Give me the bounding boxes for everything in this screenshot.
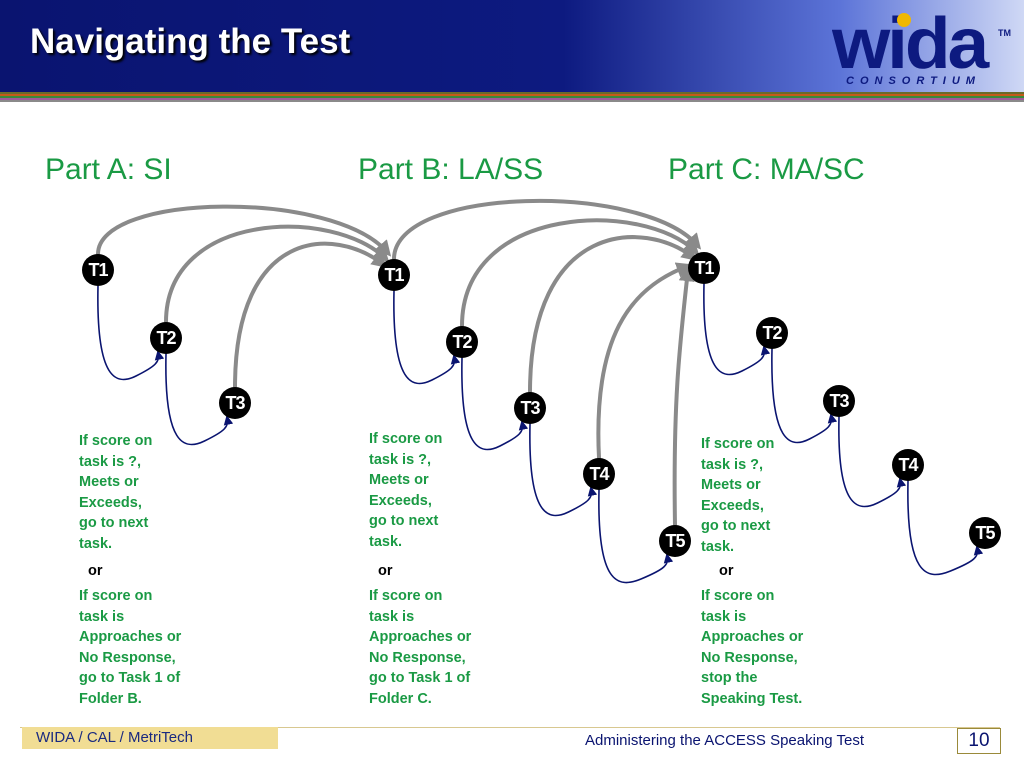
task-node-c-2: T2 [756, 317, 788, 349]
slide-title: Navigating the Test [30, 22, 351, 61]
next-task-connector [461, 357, 529, 451]
next-task-connector [703, 283, 771, 376]
task-node-a-2: T2 [150, 322, 182, 354]
task-node-c-5: T5 [969, 517, 1001, 549]
next-task-connector [838, 416, 907, 508]
folder-jump-arc [460, 218, 700, 328]
part-b-or: or [378, 563, 393, 579]
next-task-connector [771, 348, 838, 444]
logo-tm: TM [998, 28, 1011, 38]
next-task-connector [97, 285, 165, 381]
folder-jump-arc [672, 265, 695, 527]
task-node-b-5: T5 [659, 525, 691, 557]
footer-rule [20, 727, 1000, 728]
part-b-approaches-note: If score on task is Approaches or No Res… [369, 588, 472, 707]
next-task-connector [165, 353, 234, 446]
task-node-a-3: T3 [219, 387, 251, 419]
task-node-b-2: T2 [446, 326, 478, 358]
task-node-b-4: T4 [583, 458, 615, 490]
slide-header: Navigating the Test wida TM CONSORTIUM [0, 0, 1024, 92]
folder-jump-arc [233, 241, 388, 389]
logo-subtitle: CONSORTIUM [846, 75, 981, 87]
task-node-c-1: T1 [688, 252, 720, 284]
part-c-or: or [719, 563, 734, 579]
folder-jump-arc [392, 198, 702, 261]
task-node-a-1: T1 [82, 254, 114, 286]
footer-presentation-title: Administering the ACCESS Speaking Test [585, 732, 865, 749]
part-a-approaches-note: If score on task is Approaches or No Res… [79, 588, 182, 707]
part-b-label: Part B: LA/SS [358, 153, 544, 186]
folder-jump-arc [528, 235, 698, 394]
page-number: 10 [957, 728, 1001, 754]
wida-logo: wida TM CONSORTIUM [832, 6, 1011, 87]
next-task-connector [907, 480, 984, 576]
logo-wordmark: wida [832, 6, 990, 84]
part-a-label: Part A: SI [45, 153, 172, 186]
folder-jump-arc [164, 224, 390, 324]
part-c-approaches-note: If score on task is Approaches or No Res… [701, 588, 804, 707]
part-a-or: or [88, 563, 103, 579]
task-node-b-3: T3 [514, 392, 546, 424]
task-node-c-4: T4 [892, 449, 924, 481]
part-a-meets-note: If score on task is ?, Meets or Exceeds,… [79, 433, 153, 552]
header-stripes [0, 92, 1024, 104]
folder-jump-arc [596, 262, 693, 460]
next-task-connector [529, 423, 598, 517]
part-c-label: Part C: MA/SC [668, 153, 865, 186]
task-node-c-3: T3 [823, 385, 855, 417]
part-b-meets-note: If score on task is ?, Meets or Exceeds,… [369, 431, 443, 550]
next-task-connector [598, 489, 674, 584]
next-task-connector [393, 290, 461, 385]
footer-organizations: WIDA / CAL / MetriTech [22, 727, 278, 749]
part-c-meets-note: If score on task is ?, Meets or Exceeds,… [701, 436, 775, 555]
folder-jump-arc [96, 204, 392, 257]
logo-i-dot [897, 13, 911, 27]
task-node-b-1: T1 [378, 259, 410, 291]
